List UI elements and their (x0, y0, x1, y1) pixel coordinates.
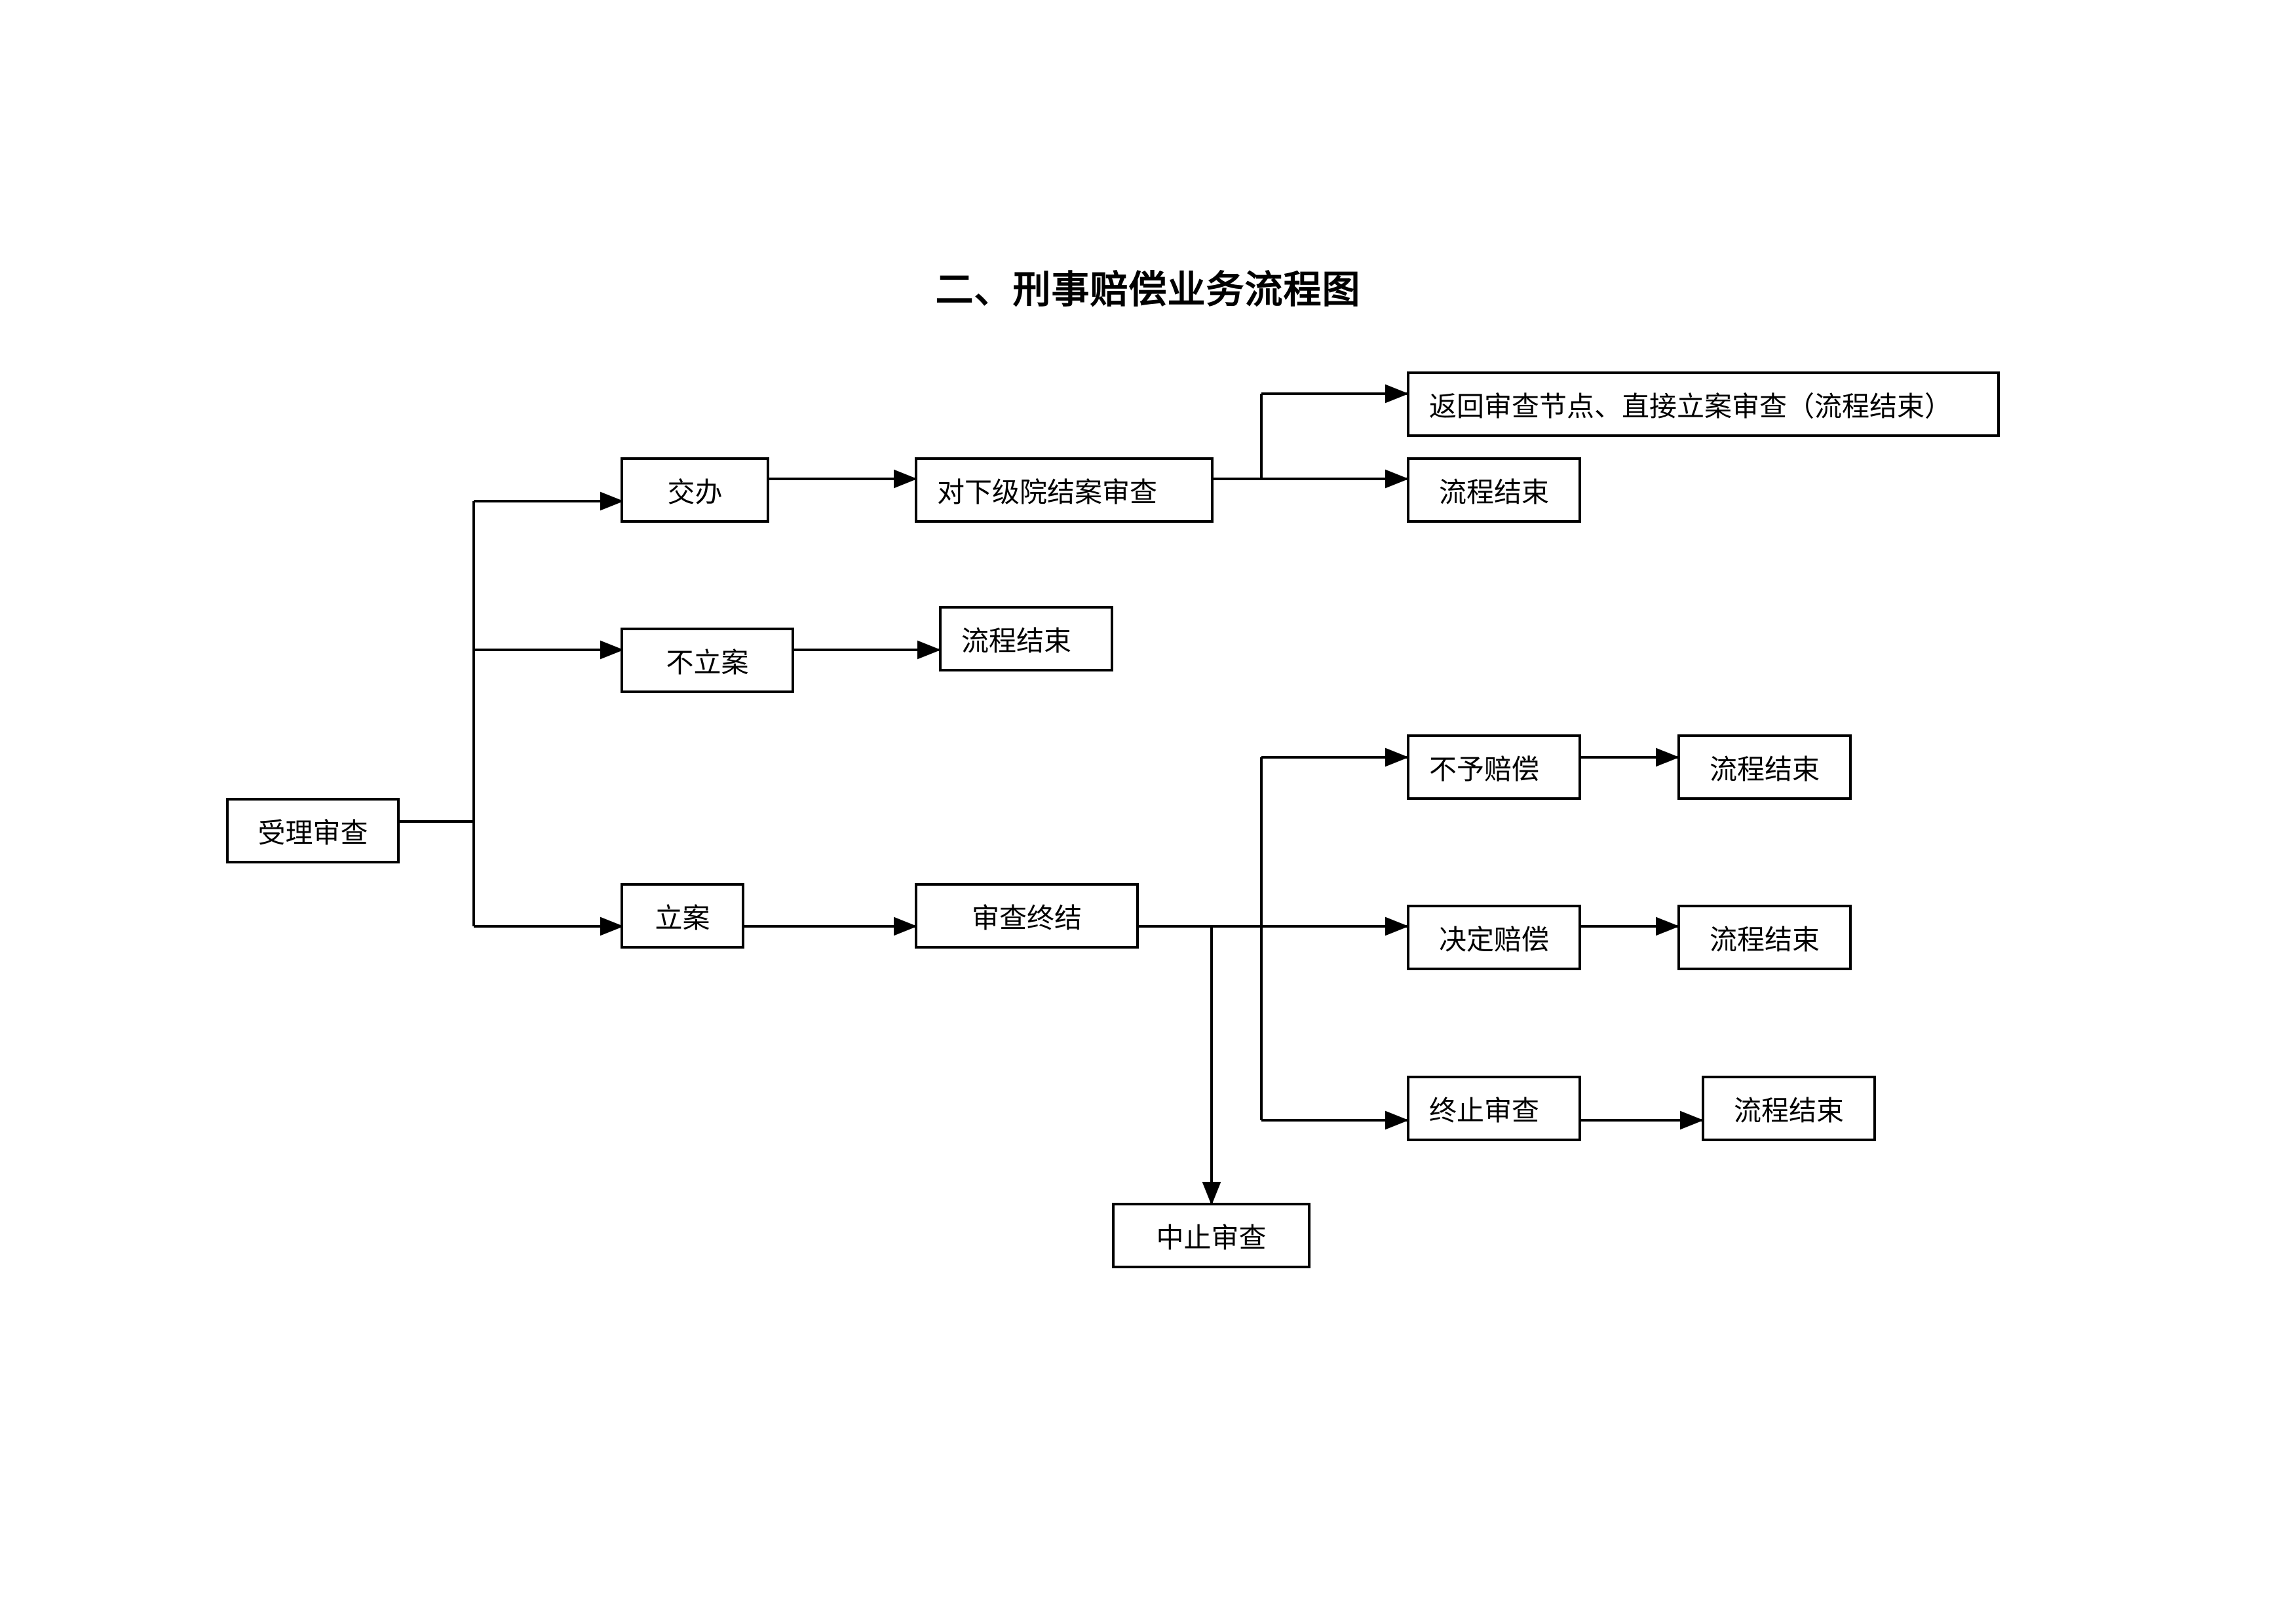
node-shencha-zhongjie: 审查终结 (915, 883, 1139, 949)
node-end-buyu: 流程结束 (1677, 734, 1852, 800)
node-zhongzhi-shencha-terminate: 终止审查 (1407, 1076, 1581, 1141)
node-zhongzhi-shencha-suspend: 中止审查 (1112, 1203, 1311, 1268)
node-jiaoban: 交办 (621, 457, 769, 523)
node-jueding-peichang: 决定赔偿 (1407, 905, 1581, 970)
node-fanhui-shencha: 返回审查节点、直接立案审查（流程结束） (1407, 371, 2000, 437)
node-end-bulian: 流程结束 (939, 606, 1113, 671)
node-buyu-peichang: 不予赔偿 (1407, 734, 1581, 800)
node-bulian: 不立案 (621, 628, 794, 693)
node-end-jiaoban: 流程结束 (1407, 457, 1581, 523)
node-duixiaji-jiean-shencha: 对下级院结案审查 (915, 457, 1214, 523)
diagram-title: 二、刑事赔偿业务流程图 (935, 267, 1361, 312)
node-lian: 立案 (621, 883, 744, 949)
node-shouli-shencha: 受理审查 (226, 798, 400, 863)
node-end-jueding: 流程结束 (1677, 905, 1852, 970)
node-end-zhongzhi: 流程结束 (1702, 1076, 1876, 1141)
